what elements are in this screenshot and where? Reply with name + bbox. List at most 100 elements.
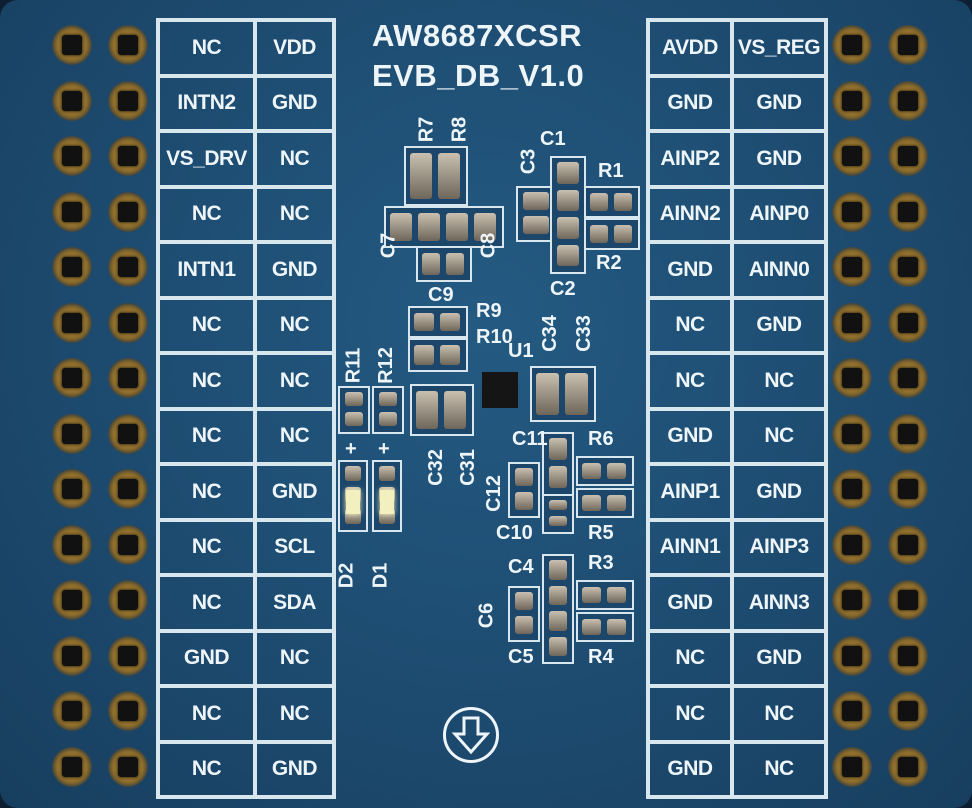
pin-label: NC bbox=[732, 408, 826, 464]
header-pin bbox=[832, 635, 872, 676]
component-label: R7 bbox=[415, 116, 438, 143]
solder-pad bbox=[523, 216, 549, 234]
smd-component bbox=[542, 494, 574, 534]
pin-label: AINP0 bbox=[732, 186, 826, 242]
solder-pad bbox=[536, 373, 559, 415]
header-pin bbox=[52, 25, 92, 65]
header-pin bbox=[888, 136, 928, 176]
header-pin bbox=[52, 746, 92, 787]
header-pin bbox=[108, 691, 148, 731]
header-pin bbox=[888, 635, 928, 676]
solder-pad bbox=[607, 619, 626, 635]
pin-label: NC bbox=[648, 630, 732, 686]
solder-pad bbox=[590, 225, 608, 243]
pin-label: NC bbox=[255, 686, 334, 742]
solder-pad bbox=[582, 463, 601, 479]
header-pin bbox=[108, 746, 148, 787]
smd-component bbox=[550, 156, 586, 274]
header-pin bbox=[108, 136, 148, 176]
smd-component bbox=[542, 554, 574, 664]
header-pin bbox=[832, 358, 872, 398]
solder-pad bbox=[410, 153, 432, 199]
pin-label: NC bbox=[255, 630, 334, 686]
pin-label: NC bbox=[648, 353, 732, 409]
pin-label: NC bbox=[158, 519, 255, 575]
solder-pad bbox=[440, 313, 460, 331]
header-pin bbox=[52, 413, 92, 454]
solder-pad bbox=[523, 192, 549, 210]
header-pin bbox=[832, 691, 872, 731]
pin-label: GND bbox=[648, 75, 732, 131]
smd-component bbox=[408, 338, 468, 372]
pin-label: NC bbox=[648, 297, 732, 353]
solder-pad bbox=[414, 313, 434, 331]
pin-label: AVDD bbox=[648, 20, 732, 76]
header-pin bbox=[832, 580, 872, 620]
header-pin bbox=[888, 524, 928, 565]
component-label: C32 bbox=[424, 449, 447, 486]
smd-component bbox=[372, 386, 404, 434]
pin-label: GND bbox=[255, 75, 334, 131]
header-pin bbox=[888, 358, 928, 398]
header-pin bbox=[888, 413, 928, 454]
pin-label: AINN0 bbox=[732, 242, 826, 298]
pin-label: NC bbox=[732, 686, 826, 742]
header-pin bbox=[52, 136, 92, 176]
component-label: C10 bbox=[496, 522, 533, 544]
solder-pad bbox=[614, 225, 632, 243]
header-pin bbox=[52, 191, 92, 232]
component-label: C31 bbox=[456, 449, 479, 486]
led-light bbox=[380, 490, 394, 514]
pin-label: NC bbox=[158, 408, 255, 464]
component-label: R8 bbox=[448, 116, 471, 143]
pin-label: SCL bbox=[255, 519, 334, 575]
component-label: C6 bbox=[475, 602, 498, 629]
solder-pad bbox=[582, 619, 601, 635]
header-pin bbox=[52, 80, 92, 121]
component-label: R12 bbox=[374, 347, 397, 384]
pin-label: GND bbox=[732, 630, 826, 686]
smd-component bbox=[584, 186, 640, 218]
solder-pad bbox=[549, 611, 567, 631]
solder-pad bbox=[549, 560, 567, 580]
smd-component bbox=[516, 186, 556, 242]
pin-label: AINN3 bbox=[732, 575, 826, 631]
header-pin bbox=[888, 469, 928, 509]
solder-pad bbox=[345, 392, 363, 406]
component-label: C5 bbox=[508, 646, 534, 668]
solder-pad bbox=[416, 391, 438, 429]
component-label: C7 bbox=[377, 232, 400, 259]
component-label: C4 bbox=[508, 556, 534, 578]
led-light bbox=[346, 490, 360, 514]
pin-label: VDD bbox=[255, 20, 334, 76]
component-label: + bbox=[378, 438, 390, 460]
pin-label: NC bbox=[255, 186, 334, 242]
solder-pad bbox=[557, 189, 579, 211]
smd-component bbox=[576, 612, 634, 642]
header-pin bbox=[888, 191, 928, 232]
pin-label: GND bbox=[648, 242, 732, 298]
pin-label: GND bbox=[158, 630, 255, 686]
header-pin bbox=[888, 580, 928, 620]
solder-pad bbox=[390, 213, 412, 241]
pin-label: NC bbox=[732, 353, 826, 409]
header-pin bbox=[832, 469, 872, 509]
smd-component bbox=[576, 488, 634, 518]
header-pin bbox=[52, 691, 92, 731]
solder-pad bbox=[379, 412, 397, 426]
header-pin bbox=[108, 302, 148, 343]
solder-pad bbox=[422, 253, 440, 275]
header-pin bbox=[108, 580, 148, 620]
header-pin bbox=[52, 635, 92, 676]
component-label: R2 bbox=[596, 252, 622, 274]
pin-label: GND bbox=[255, 242, 334, 298]
pin-label: AINN2 bbox=[648, 186, 732, 242]
pin-label: GND bbox=[648, 408, 732, 464]
solder-pad bbox=[438, 153, 460, 199]
board-title: AW8687XCSR bbox=[372, 18, 583, 53]
component-label: U1 bbox=[508, 340, 534, 362]
pin-label: GND bbox=[255, 464, 334, 520]
component-label: C2 bbox=[550, 278, 576, 300]
board-version: EVB_DB_V1.0 bbox=[372, 58, 585, 93]
